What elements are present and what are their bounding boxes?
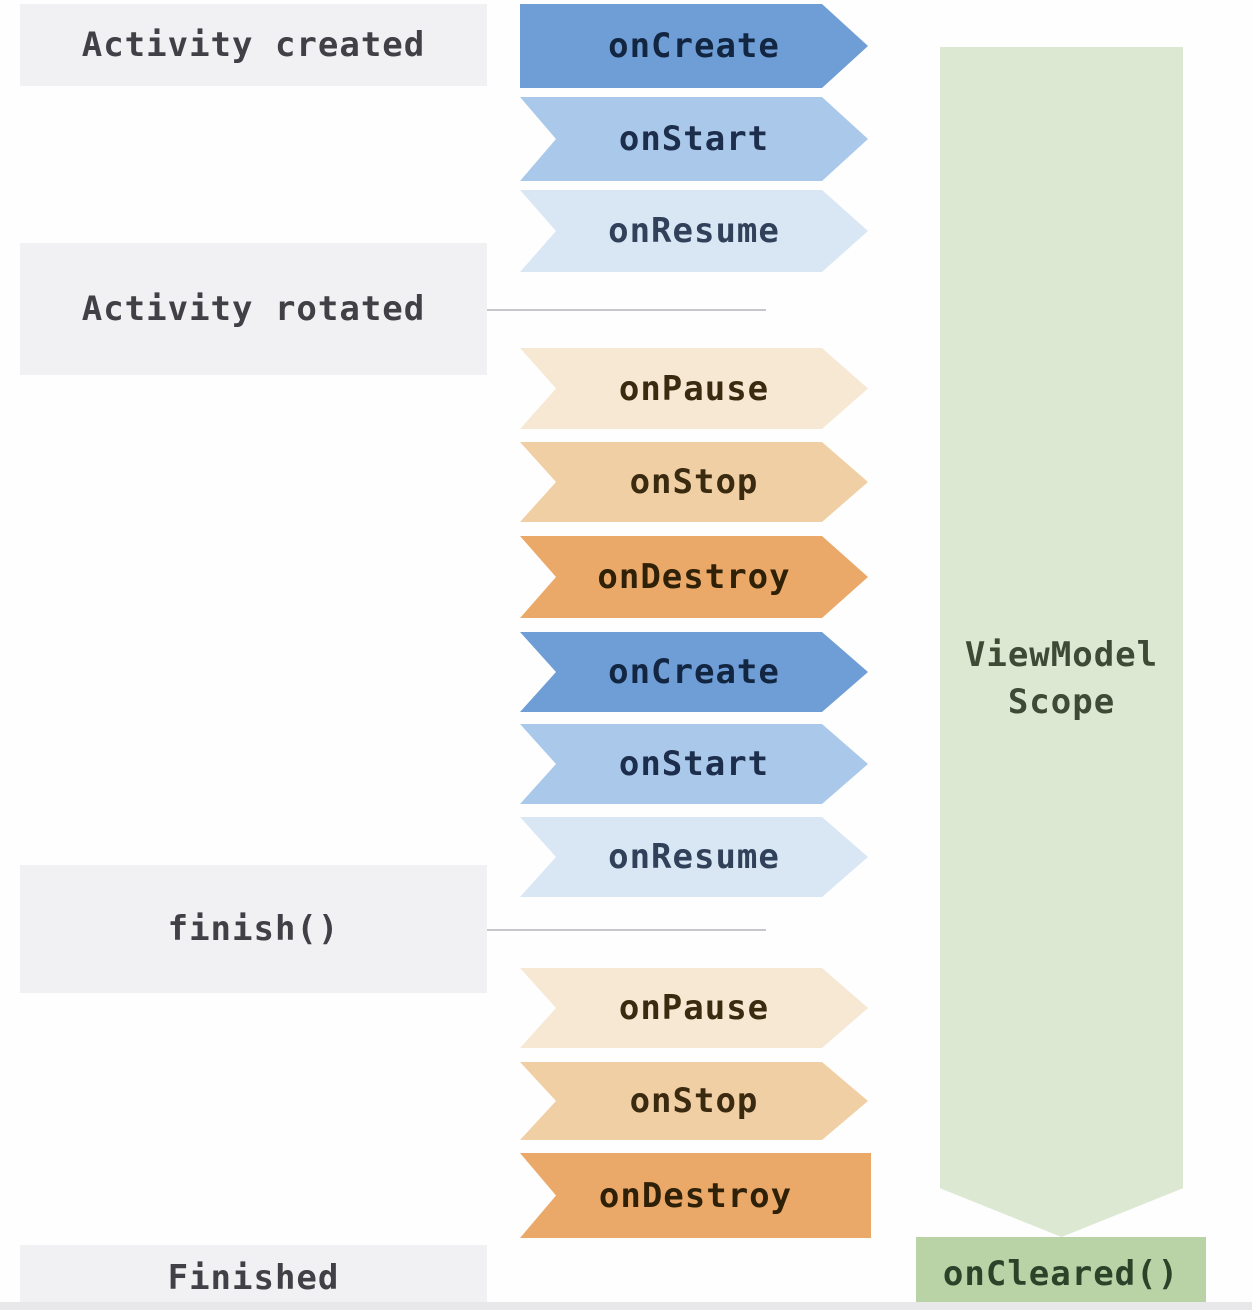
stage-label-activity-created: Activity created: [81, 25, 426, 65]
divider-activity-rotated: [487, 309, 766, 311]
viewmodel-scope-label: ViewModel Scope: [964, 635, 1159, 722]
arrow-ondestroy-1: onDestroy: [520, 536, 868, 618]
stage-label-finish: finish(): [167, 909, 340, 949]
arrow-onresume-2: onResume: [520, 817, 868, 897]
arrow-label-onresume-2: onResume: [608, 837, 780, 877]
stage-box-activity-rotated: Activity rotated: [20, 243, 487, 375]
oncleared-label: onCleared(): [942, 1253, 1180, 1294]
arrow-label-oncreate-2: onCreate: [608, 652, 780, 692]
arrow-onstop-2: onStop: [520, 1062, 868, 1140]
arrow-label-onresume-1: onResume: [608, 211, 780, 251]
arrow-onstop-1: onStop: [520, 442, 868, 522]
stage-label-activity-rotated: Activity rotated: [81, 289, 426, 329]
arrow-onstart-2: onStart: [520, 724, 868, 804]
bottom-edge-strip: [0, 1302, 1252, 1310]
arrow-oncreate-1: onCreate: [520, 4, 868, 88]
stage-label-finished: Finished: [167, 1257, 340, 1298]
arrow-onstart-1: onStart: [520, 97, 868, 181]
arrow-label-ondestroy-2: onDestroy: [598, 1175, 793, 1216]
stage-box-activity-created: Activity created: [20, 4, 487, 86]
arrow-label-onstop-2: onStop: [629, 1081, 759, 1121]
arrow-onresume-1: onResume: [520, 190, 868, 272]
arrow-label-onstart-2: onStart: [618, 744, 770, 784]
arrow-label-onpause-2: onPause: [618, 988, 770, 1028]
arrow-oncreate-2: onCreate: [520, 632, 868, 712]
arrow-label-ondestroy-1: onDestroy: [597, 557, 791, 597]
stage-box-finished: Finished: [20, 1245, 487, 1310]
arrow-ondestroy-2: onDestroy: [520, 1153, 871, 1238]
oncleared-box: onCleared(): [916, 1237, 1206, 1310]
stage-box-finish: finish(): [20, 865, 487, 993]
arrow-onpause-2: onPause: [520, 968, 868, 1048]
arrow-label-onstop-1: onStop: [629, 462, 759, 502]
arrow-onpause-1: onPause: [520, 348, 868, 429]
arrow-label-onpause-1: onPause: [618, 368, 770, 409]
arrow-label-onstart-1: onStart: [618, 119, 770, 159]
viewmodel-scope-arrow: [940, 47, 1183, 1237]
arrow-label-oncreate-1: onCreate: [608, 26, 780, 66]
divider-finish: [487, 929, 766, 931]
